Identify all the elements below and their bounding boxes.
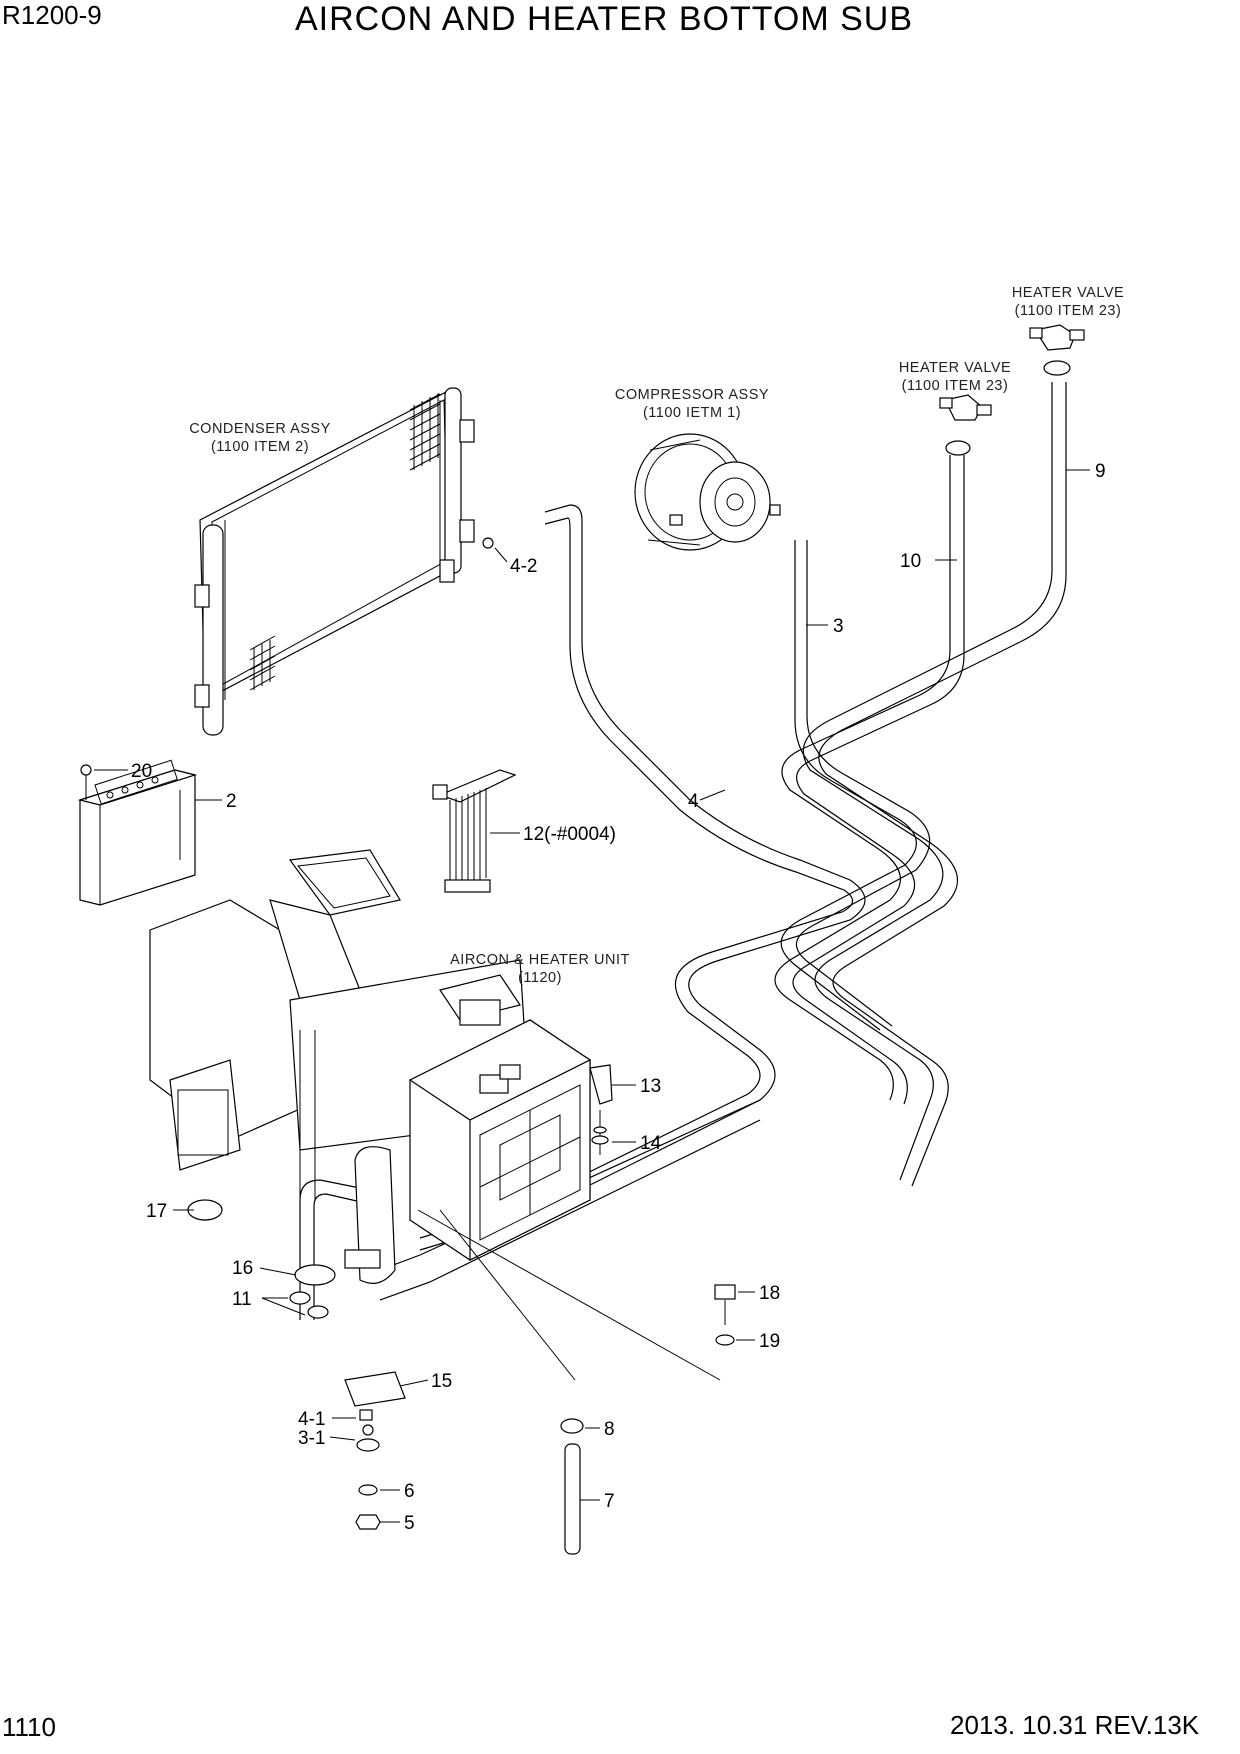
heater-valve-mid-label: HEATER VALVE — [899, 360, 1011, 376]
heater-valve-top — [1029, 324, 1085, 376]
callout-4: 4 — [688, 791, 699, 812]
unit-label: AIRCON & HEATER UNIT — [450, 952, 630, 968]
condenser-assembly — [194, 387, 494, 736]
callout-11: 11 — [232, 1289, 252, 1310]
callout-7: 7 — [604, 1491, 615, 1512]
callout-10: 10 — [900, 551, 921, 572]
hardware — [289, 1064, 736, 1530]
page-number: 1110 — [2, 1712, 56, 1742]
model-number: R1200-9 — [2, 0, 102, 30]
condenser-ref: (1100 ITEM 2) — [211, 439, 309, 455]
wiring-harness — [432, 769, 517, 893]
callout-17: 17 — [146, 1201, 167, 1222]
callout-3: 3 — [833, 616, 844, 637]
leader-lines — [94, 469, 1090, 1523]
callout-4-2: 4-2 — [510, 556, 537, 577]
callout-2: 2 — [226, 791, 237, 812]
callout-14: 14 — [640, 1133, 662, 1154]
callout-9: 9 — [1095, 461, 1106, 482]
callout-8: 8 — [604, 1419, 615, 1440]
heater-valve-top-ref: (1100 ITEM 23) — [1015, 303, 1122, 319]
heater-valve-mid — [939, 394, 992, 456]
heater-valve-top-label: HEATER VALVE — [1012, 285, 1124, 301]
compressor-ref: (1100 IETM 1) — [643, 405, 741, 421]
aircon-heater-unit — [149, 849, 592, 1286]
callout-12: 12(-#0004) — [523, 824, 616, 845]
callout-3-1: 3-1 — [298, 1428, 325, 1449]
callout-19: 19 — [759, 1331, 780, 1352]
callout-4-1: 4-1 — [298, 1409, 325, 1430]
heater-valve-mid-ref: (1100 ITEM 23) — [902, 378, 1009, 394]
callout-15: 15 — [431, 1371, 452, 1392]
callout-16: 16 — [232, 1258, 253, 1279]
callout-5: 5 — [404, 1513, 415, 1534]
callout-6: 6 — [404, 1481, 415, 1502]
hose-routing — [299, 382, 1067, 1555]
control-panel — [77, 759, 198, 906]
callout-13: 13 — [640, 1076, 661, 1097]
unit-ref: (1120) — [518, 970, 562, 986]
callout-18: 18 — [759, 1283, 780, 1304]
revision-date: 2013. 10.31 REV.13K — [950, 1710, 1200, 1740]
compressor-label: COMPRESSOR ASSY — [615, 387, 769, 403]
condenser-label: CONDENSER ASSY — [189, 421, 331, 437]
page-title: AIRCON AND HEATER BOTTOM SUB — [295, 0, 914, 38]
callout-20: 20 — [131, 761, 152, 782]
compressor-assembly — [634, 433, 781, 551]
